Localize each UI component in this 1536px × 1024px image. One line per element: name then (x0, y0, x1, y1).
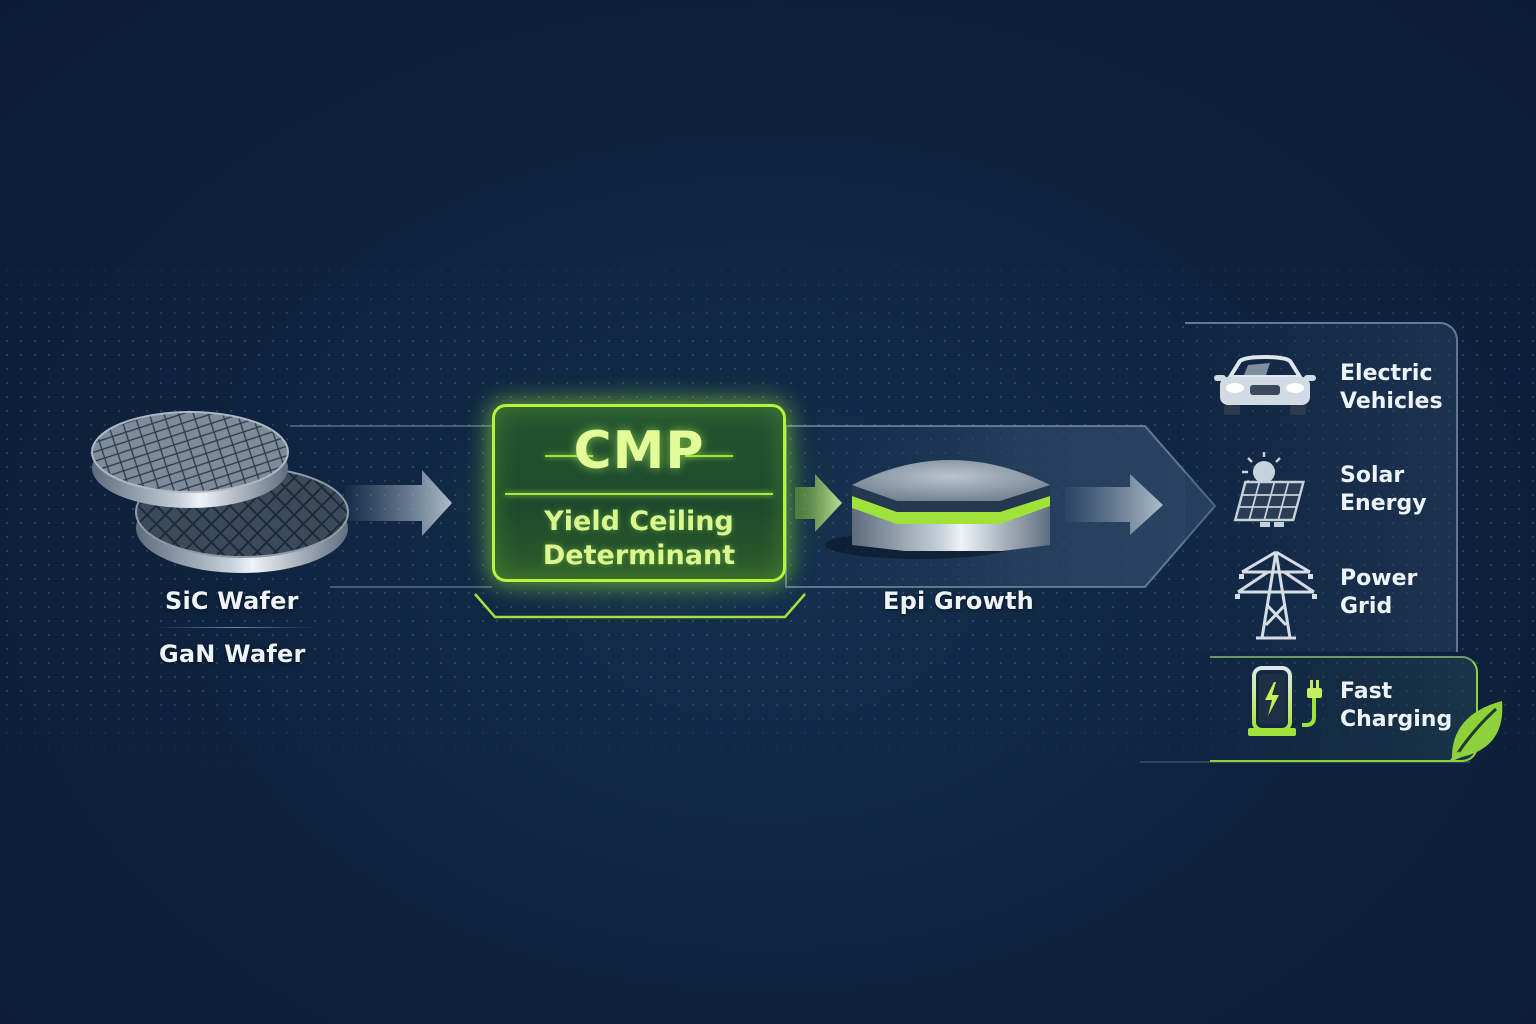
app-label-line1: Fast (1340, 679, 1393, 704)
app-label-line1: Electric (1340, 361, 1433, 386)
solar-panel-icon (1233, 452, 1306, 527)
cmp-title-rule (545, 455, 593, 457)
app-label-fast-charging: Fast Charging (1340, 678, 1452, 734)
label-divider (155, 627, 315, 628)
cmp-subtitle-line2: Determinant (542, 540, 736, 571)
ev-charger-icon (1248, 666, 1322, 736)
arrow-right-icon (1065, 474, 1163, 535)
app-label-line2: Vehicles (1340, 389, 1443, 414)
arrow-right-icon (795, 474, 842, 532)
stacked-wafers-icon (91, 411, 349, 573)
app-label-solar-energy: Solar Energy (1340, 462, 1427, 518)
cmp-divider (505, 493, 773, 495)
epi-growth-label: Epi Growth (883, 587, 1034, 615)
app-label-line2: Grid (1340, 594, 1393, 619)
cmp-subtitle: Yield Ceiling Determinant (495, 505, 783, 573)
cmp-stage-box: CMP Yield Ceiling Determinant (492, 404, 786, 582)
app-label-line2: Charging (1340, 707, 1453, 732)
cmp-subtitle-line1: Yield Ceiling (544, 506, 734, 537)
arrow-right-icon (345, 470, 452, 536)
app-label-power-grid: Power Grid (1340, 565, 1417, 621)
cmp-title: CMP (573, 421, 705, 481)
app-label-line2: Energy (1340, 491, 1427, 516)
app-label-line1: Power (1340, 566, 1418, 591)
app-label-electric-vehicles: Electric Vehicles (1340, 360, 1443, 416)
epi-wafer-icon (825, 460, 1050, 559)
gan-wafer-label: GaN Wafer (159, 640, 306, 668)
app-label-line1: Solar (1340, 463, 1405, 488)
cmp-title-rule (685, 455, 733, 457)
car-icon (1214, 355, 1316, 415)
sic-wafer-label: SiC Wafer (165, 587, 299, 615)
power-tower-icon (1235, 550, 1317, 640)
leaf-icon (1450, 701, 1503, 763)
